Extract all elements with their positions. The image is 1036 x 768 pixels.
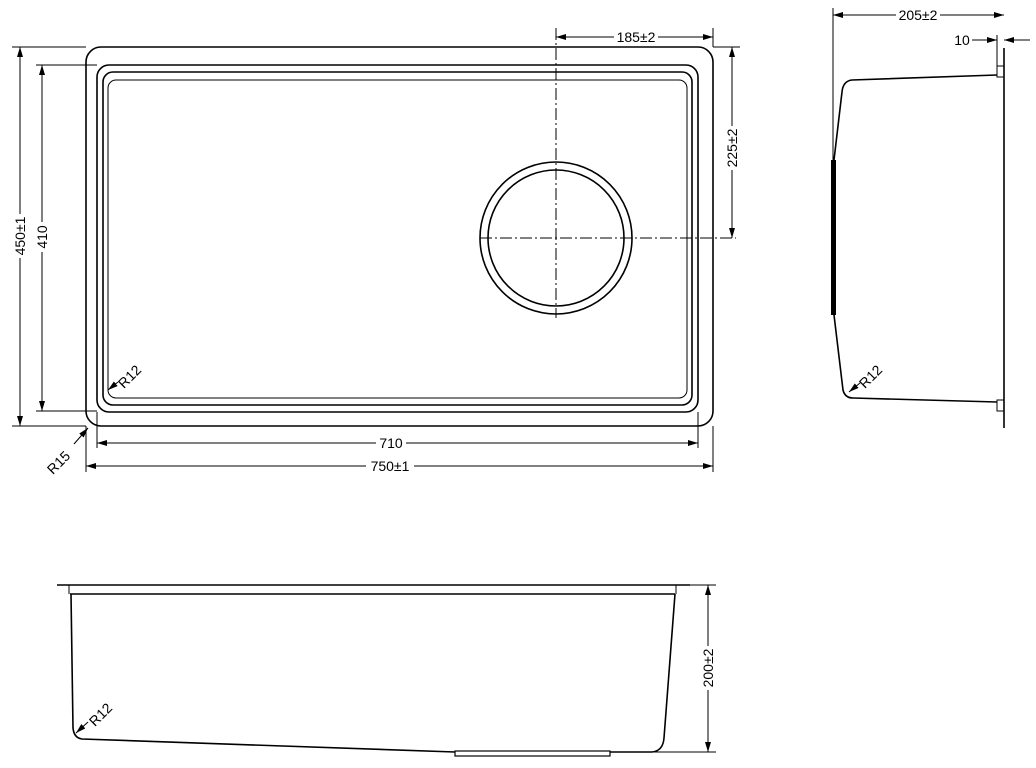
side-bowl-profile xyxy=(833,74,998,403)
front-view: 200±2 R12 xyxy=(57,584,716,757)
side-radius-label: R12 xyxy=(856,362,886,392)
bowl-rim-outline xyxy=(96,64,699,413)
top-view: 185±2 225±2 450±1 410 710 750±1 R15 R xyxy=(12,28,740,477)
inner-depth-label: 410 xyxy=(34,225,50,249)
front-height-label: 200±2 xyxy=(700,648,716,687)
outer-flange-outline xyxy=(85,46,714,427)
inner-radius-label: R12 xyxy=(115,362,145,392)
inner-width-label: 710 xyxy=(379,435,403,451)
overall-depth-label: 450±1 xyxy=(12,216,28,255)
flange-thickness-label: 10 xyxy=(954,32,970,48)
overall-width-label: 750±1 xyxy=(371,458,410,474)
front-radius-label: R12 xyxy=(86,700,116,730)
drain-offset-label: 185±2 xyxy=(617,29,656,45)
drain-flange xyxy=(454,750,611,757)
side-view: 205±2 10 R12 xyxy=(831,7,1030,428)
outer-radius-label: R15 xyxy=(44,448,74,478)
bowl-floor-outline xyxy=(107,79,688,399)
drain-depth-label: 225±2 xyxy=(724,128,740,167)
front-bowl-profile xyxy=(70,593,676,753)
side-depth-label: 205±2 xyxy=(899,7,938,23)
